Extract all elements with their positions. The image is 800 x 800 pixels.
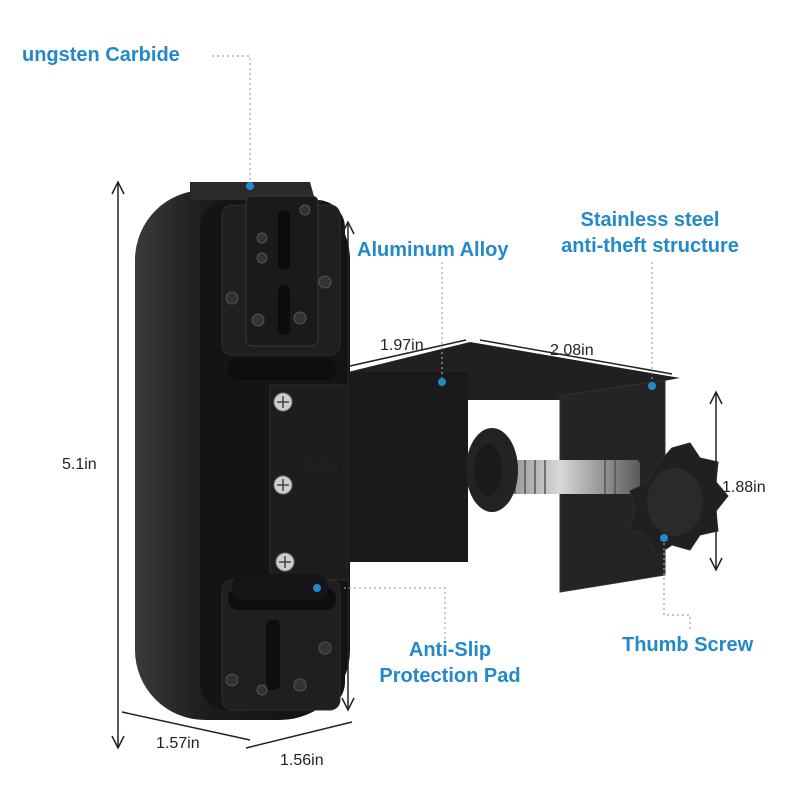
callout-leaders	[212, 55, 691, 640]
dimension-lines	[111, 180, 723, 750]
anti-slip-label: Anti-Slip Protection Pad	[370, 637, 530, 689]
thumb-screw	[466, 428, 729, 556]
dim-base-width: 1.57in	[156, 735, 200, 752]
aluminum-plate	[269, 384, 349, 581]
body-screws	[225, 204, 332, 696]
tungsten-carbide-label: ungsten Carbide	[22, 44, 180, 66]
dim-arm-depth: 1.97in	[380, 337, 424, 354]
callout-dots	[246, 182, 668, 592]
stainless-steel-label: Stainless steel anti-theft structure	[545, 207, 755, 259]
dim-plate-height: 4.8in	[303, 458, 338, 475]
thumb-screw-label: Thumb Screw	[622, 634, 754, 656]
anti-slip-line2: Protection Pad	[379, 665, 521, 687]
anti-slip-pad	[232, 574, 328, 600]
dim-clamp-height: 1.88in	[722, 479, 766, 496]
dim-arm-width: 2.08in	[550, 342, 594, 359]
dim-height-total: 5.1in	[62, 456, 97, 473]
anti-slip-line1: Anti-Slip	[408, 639, 492, 661]
aluminum-alloy-label: Aluminum Alloy	[357, 239, 509, 261]
stainless-steel-line2: anti-theft structure	[561, 235, 739, 257]
stainless-steel-line1: Stainless steel	[580, 209, 720, 231]
dim-base-depth: 1.56in	[280, 752, 324, 769]
